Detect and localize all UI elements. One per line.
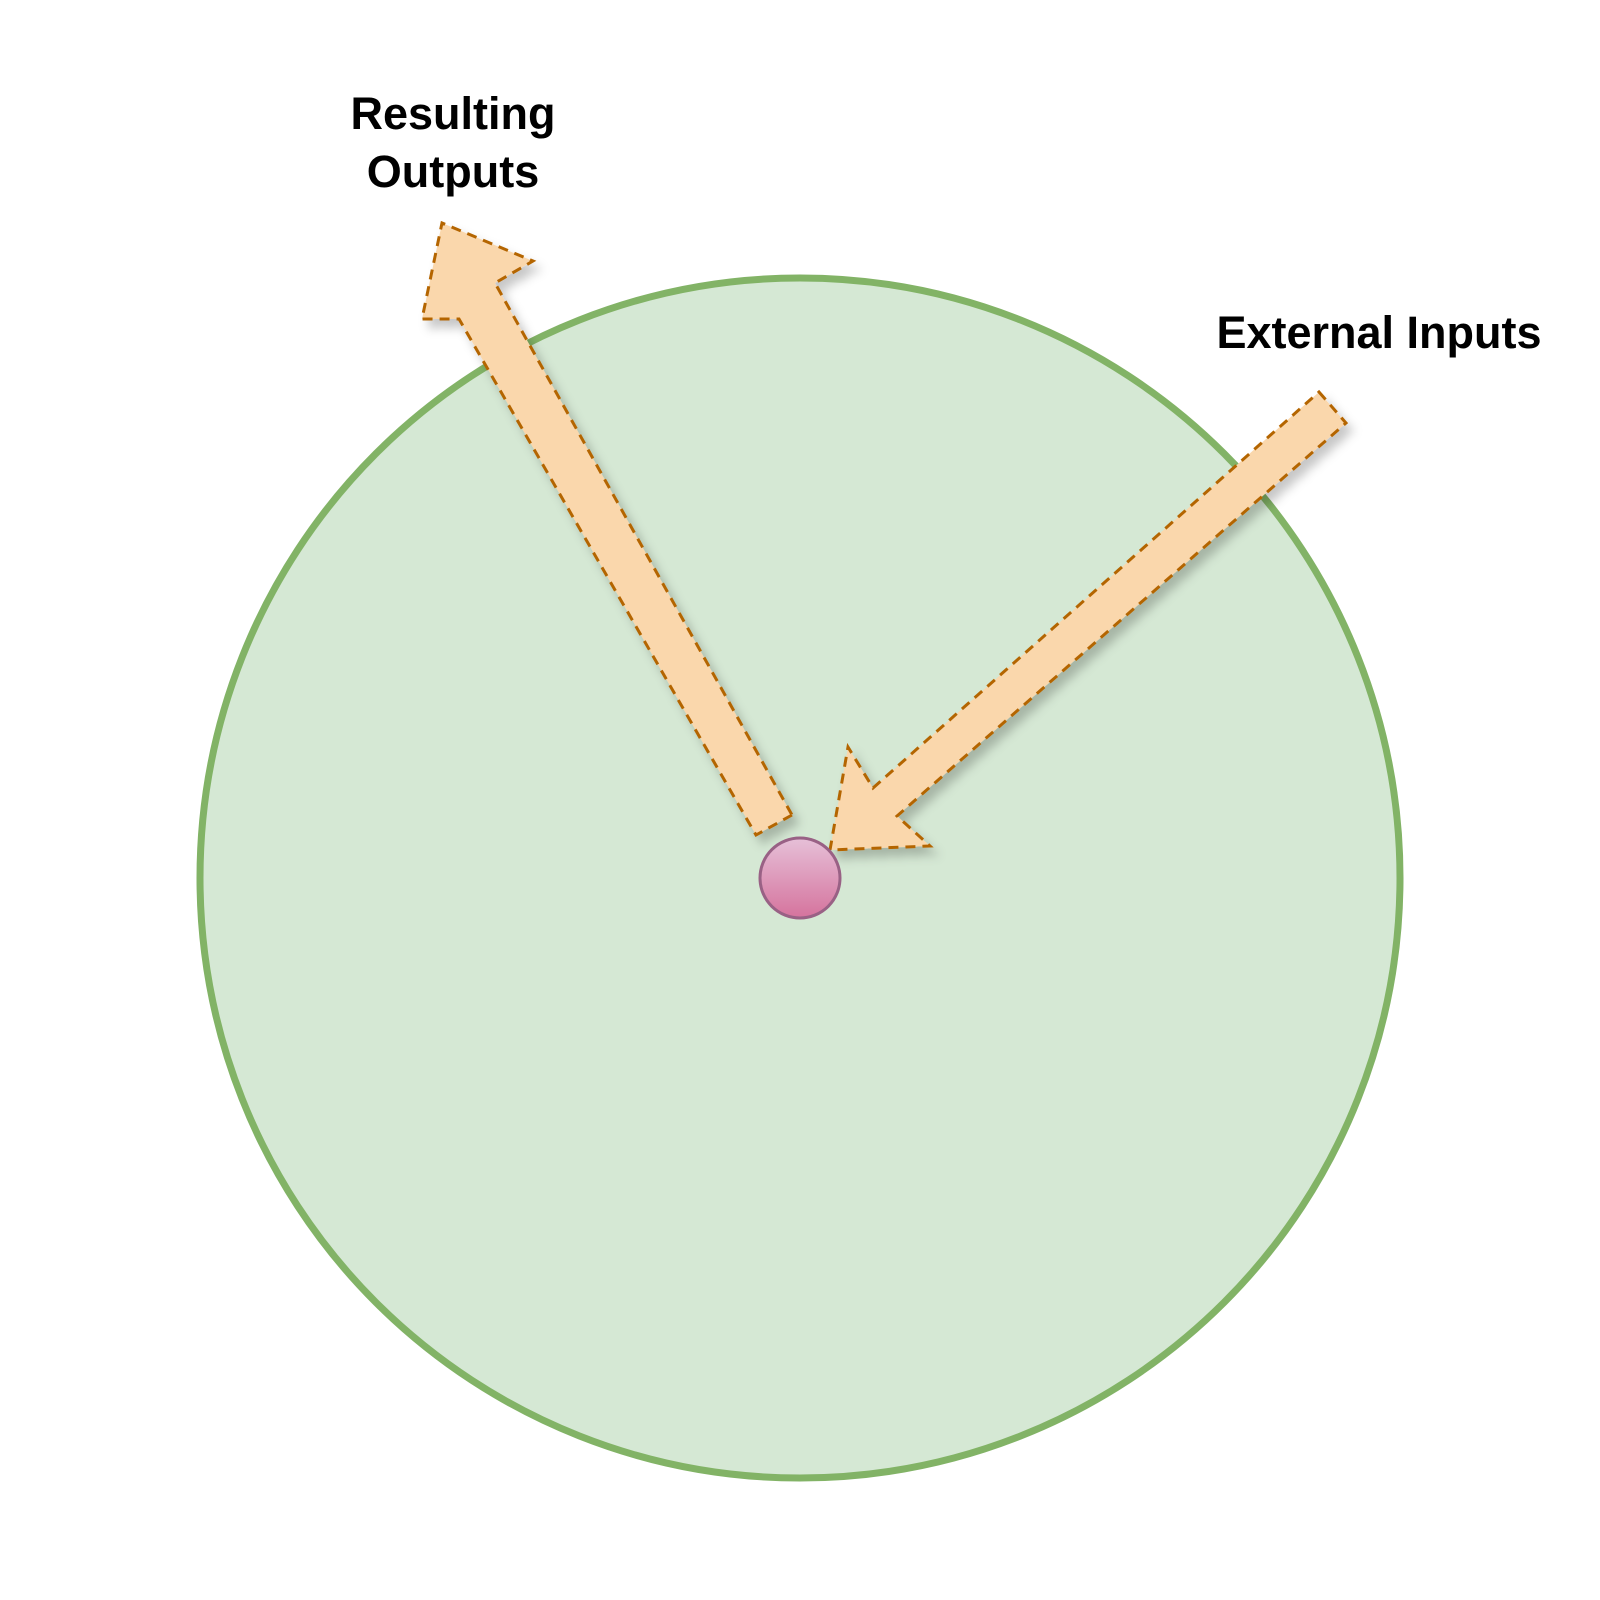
resulting-outputs-label-line1: Resulting xyxy=(350,88,555,139)
resulting-outputs-label-line2: Outputs xyxy=(367,146,539,197)
center-node xyxy=(758,836,842,920)
resulting-outputs-arrow xyxy=(420,220,795,838)
external-inputs-arrow xyxy=(828,389,1349,852)
external-inputs-label: External Inputs xyxy=(1216,307,1541,358)
